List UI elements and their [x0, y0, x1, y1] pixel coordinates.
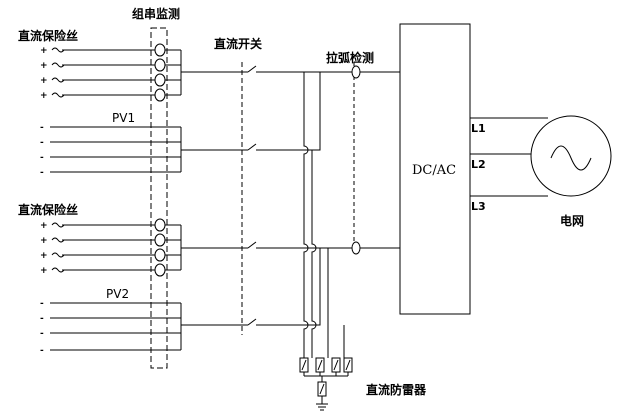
plus-sign: +	[40, 221, 48, 231]
string-monitor-label: 组串监测	[132, 6, 180, 21]
minus-sign: -	[40, 346, 44, 356]
fuse-label-top: 直流保险丝	[18, 28, 78, 43]
minus-sign: -	[40, 299, 44, 309]
plus-sign: +	[40, 251, 48, 261]
minus-sign: -	[40, 329, 44, 339]
minus-sign: -	[40, 138, 44, 148]
bottom-fuse-strings	[51, 218, 248, 277]
arc-sensor-icon	[351, 65, 361, 79]
sine-wave-icon	[550, 145, 592, 171]
plus-sign: +	[40, 91, 48, 101]
fuse-icon	[51, 92, 65, 98]
plus-sign: +	[40, 266, 48, 276]
dc-switch	[241, 62, 257, 335]
arc-sensor-icon	[351, 241, 361, 255]
fuse-icon	[51, 252, 65, 258]
plus-sign: +	[40, 236, 48, 246]
grid-icon	[530, 115, 612, 197]
current-sensor-icon	[154, 73, 166, 87]
fuse-icon	[51, 222, 65, 228]
ground-icon	[316, 403, 328, 411]
current-sensor-icon	[154, 88, 166, 102]
pv2-label: PV2	[106, 287, 129, 301]
top-fuse-strings	[51, 43, 248, 102]
surge-protector	[299, 357, 353, 411]
current-sensor-icon	[154, 58, 166, 72]
current-sensor-icon	[154, 218, 166, 232]
string-monitor-enclosure	[150, 27, 168, 369]
fuse-icon	[51, 267, 65, 273]
dc-switch-label: 直流开关	[214, 36, 262, 51]
ac-lines	[470, 117, 548, 197]
pv1-strings	[50, 126, 248, 173]
pv2-strings	[50, 302, 248, 351]
phase-l3-label: L3	[471, 200, 486, 213]
minus-sign: -	[40, 123, 44, 133]
diagram-lines	[50, 23, 612, 411]
plus-sign: +	[40, 76, 48, 86]
inverter-box	[399, 23, 471, 315]
phase-l2-label: L2	[471, 158, 486, 171]
fuse-icon	[51, 237, 65, 243]
surge-feed-lines	[303, 72, 345, 358]
surge-protector-label: 直流防雷器	[366, 382, 427, 397]
fuse-label-bottom: 直流保险丝	[18, 202, 78, 217]
plus-sign: +	[40, 61, 48, 71]
minus-sign: -	[40, 314, 44, 324]
fuse-icon	[51, 47, 65, 53]
current-sensor-icon	[154, 248, 166, 262]
current-sensor-icon	[154, 263, 166, 277]
minus-sign: -	[40, 153, 44, 163]
arc-detection	[351, 62, 361, 255]
arc-detection-label: 拉弧检测	[326, 50, 374, 65]
current-sensor-icon	[154, 43, 166, 57]
minus-sign: -	[40, 168, 44, 178]
current-sensor-icon	[154, 233, 166, 247]
pv1-label: PV1	[112, 111, 135, 125]
inverter-label: DC/AC	[412, 163, 456, 178]
plus-sign: +	[40, 46, 48, 56]
fuse-icon	[51, 62, 65, 68]
fuse-icon	[51, 77, 65, 83]
phase-l1-label: L1	[471, 122, 486, 135]
diagram-labels: 组串监测 直流保险丝 直流开关 拉弧检测 PV1 直流保险丝 PV2 DC/AC…	[18, 6, 584, 397]
grid-label: 电网	[560, 213, 584, 228]
